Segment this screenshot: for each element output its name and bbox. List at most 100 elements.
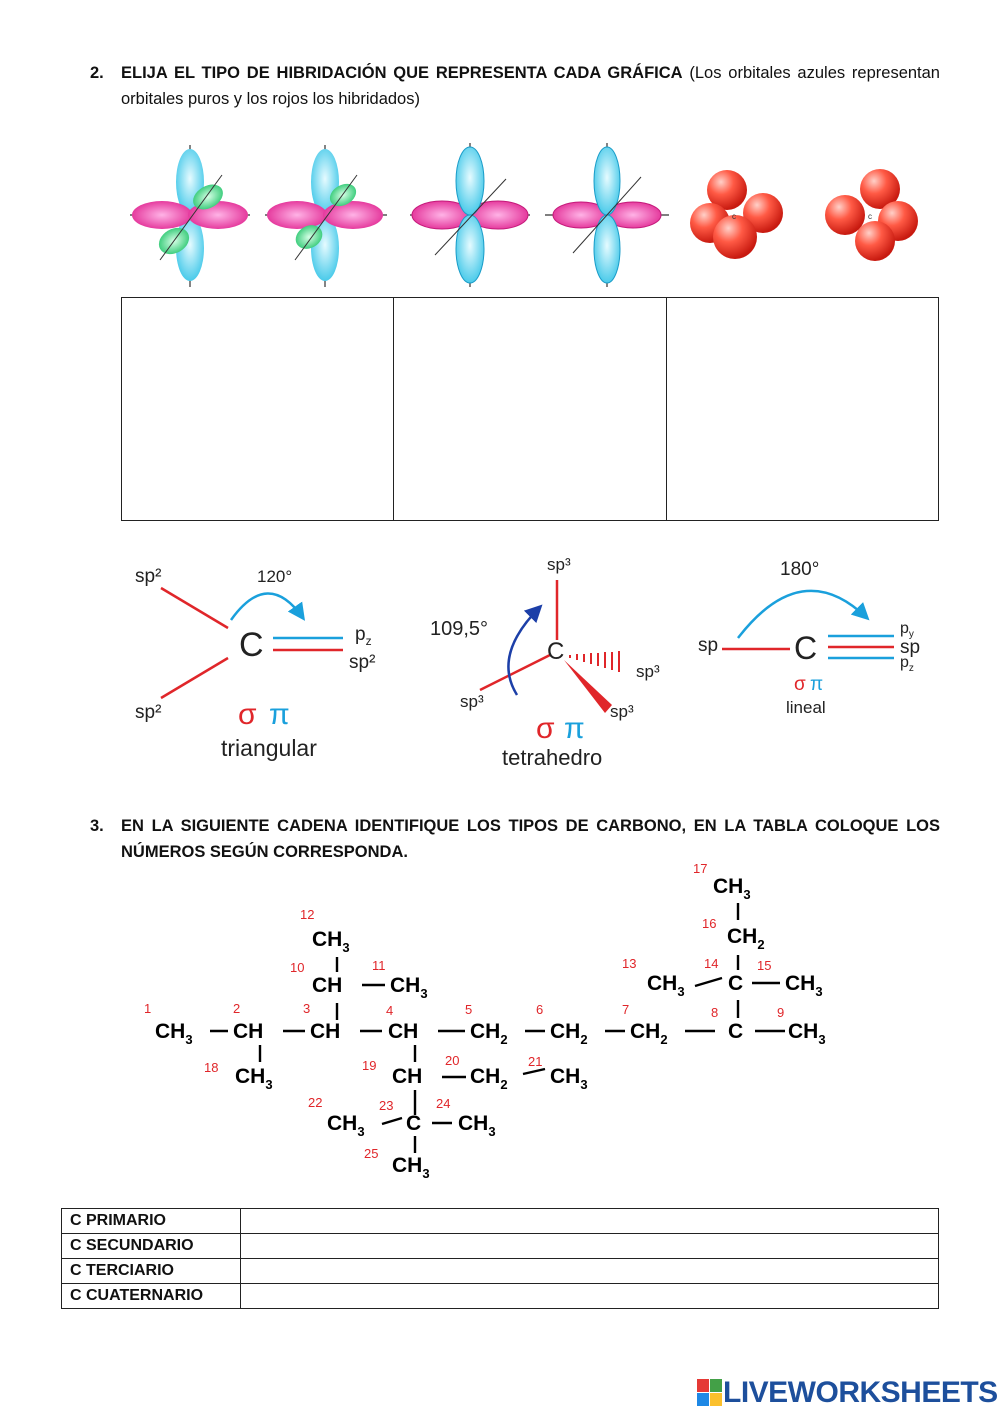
answer-field-primario[interactable]: [240, 1208, 939, 1234]
answer-grid: [121, 297, 939, 521]
svg-text:C: C: [728, 1020, 743, 1043]
liveworksheets-logo-text: LIVEWORKSHEETS: [723, 1376, 998, 1409]
geometry-name: triangular: [221, 735, 317, 761]
question-title: EN LA SIGUIENTE CADENA IDENTIFIQUE LOS T…: [121, 817, 940, 861]
svg-text:20: 20: [445, 1053, 459, 1068]
liveworksheets-logo-icon: [697, 1379, 722, 1406]
carbon-types-table: C PRIMARIO C SECUNDARIO C TERCIARIO C CU…: [61, 1208, 939, 1309]
svg-text:CH3: CH3: [647, 972, 685, 999]
svg-text:5: 5: [465, 1002, 472, 1017]
orbital-sp2-image-1: [130, 145, 250, 287]
svg-text:13: 13: [622, 956, 636, 971]
svg-text:14: 14: [704, 956, 718, 971]
sp-right-label: sp: [900, 637, 920, 658]
answer-field-terciario[interactable]: [240, 1258, 939, 1284]
trigonal-diagram: sp² sp² 120° C pz sp² σ π triangular: [135, 566, 375, 761]
svg-text:6: 6: [536, 1002, 543, 1017]
orbital-sp3-image-2: c: [825, 169, 918, 261]
svg-text:9: 9: [777, 1005, 784, 1020]
tetrahedral-diagram: sp³ 109,5° C sp³ sp³ sp³ σ π tetrahedro: [430, 555, 660, 770]
svg-text:4: 4: [386, 1003, 393, 1018]
orbital-sp-image-1: [410, 143, 530, 287]
svg-text:CH2: CH2: [470, 1020, 508, 1047]
carbon-label: C: [239, 626, 264, 664]
angle-label: 109,5°: [430, 618, 488, 640]
svg-text:CH3: CH3: [458, 1112, 496, 1139]
liveworksheets-logo: LIVEWORKSHEETS: [697, 1376, 998, 1410]
question-note: (Los orbitales azules representan orbita…: [121, 64, 940, 108]
carbon-label: C: [547, 638, 564, 665]
py-label: py: [900, 620, 914, 640]
sp2-top-label: sp²: [135, 566, 161, 587]
svg-text:CH3: CH3: [713, 875, 751, 902]
question-text: ELIJA EL TIPO DE HIBRIDACIÓN QUE REPRESE…: [121, 60, 940, 112]
svg-text:CH3: CH3: [550, 1065, 588, 1092]
svg-text:19: 19: [362, 1058, 376, 1073]
svg-text:CH2: CH2: [470, 1065, 508, 1092]
row-label-terciario: C TERCIARIO: [61, 1258, 241, 1284]
sigma-symbol: σ: [238, 698, 257, 731]
svg-text:25: 25: [364, 1146, 378, 1161]
row-label-secundario: C SECUNDARIO: [61, 1233, 241, 1259]
sp3-right-label: sp³: [636, 662, 660, 681]
svg-text:21: 21: [528, 1054, 542, 1069]
geometry-name: lineal: [786, 698, 826, 717]
svg-text:CH3: CH3: [155, 1020, 193, 1047]
question-2: 2. ELIJA EL TIPO DE HIBRIDACIÓN QUE REPR…: [90, 60, 940, 112]
svg-text:24: 24: [436, 1096, 450, 1111]
question-number: 3.: [90, 817, 104, 835]
svg-text:CH3: CH3: [327, 1112, 365, 1139]
question-text: EN LA SIGUIENTE CADENA IDENTIFIQUE LOS T…: [121, 813, 940, 865]
sigma-symbol: σ: [536, 712, 555, 745]
question-title: ELIJA EL TIPO DE HIBRIDACIÓN QUE REPRESE…: [121, 64, 683, 82]
pi-symbol: π: [810, 674, 823, 695]
svg-text:CH3: CH3: [785, 972, 823, 999]
geometry-name: tetrahedro: [502, 745, 602, 770]
sp3-bottom-label: sp³: [610, 702, 634, 721]
svg-text:3: 3: [303, 1001, 310, 1016]
table-row: C PRIMARIO: [61, 1208, 939, 1234]
sp2-bottom-label: sp²: [135, 702, 161, 723]
svg-text:C: C: [406, 1112, 421, 1135]
table-row: C TERCIARIO: [61, 1258, 939, 1284]
svg-text:CH3: CH3: [392, 1154, 430, 1181]
pz-label: pz: [355, 624, 372, 648]
svg-text:10: 10: [290, 960, 304, 975]
orbital-sp-image-2: [545, 143, 669, 287]
svg-text:c: c: [868, 212, 872, 221]
row-label-primario: C PRIMARIO: [61, 1208, 241, 1234]
sigma-symbol: σ: [794, 674, 806, 695]
svg-text:CH3: CH3: [390, 974, 428, 1001]
question-number: 2.: [90, 64, 104, 82]
svg-text:11: 11: [372, 958, 386, 973]
answer-box-2[interactable]: [394, 298, 667, 520]
row-label-cuaternario: C CUATERNARIO: [61, 1283, 241, 1309]
answer-box-3[interactable]: [667, 298, 938, 520]
pi-symbol: π: [564, 712, 585, 745]
carbon-label: C: [794, 630, 817, 666]
svg-text:7: 7: [622, 1002, 629, 1017]
svg-text:22: 22: [308, 1095, 322, 1110]
svg-text:17: 17: [693, 861, 707, 876]
sp-left-label: sp: [698, 635, 718, 656]
svg-text:c: c: [732, 212, 736, 221]
carbon-chain: CH3 CH CH CH CH2 CH2 CH2 C CH3 CH3 CH CH…: [144, 861, 826, 1181]
svg-text:CH3: CH3: [788, 1020, 826, 1047]
svg-text:CH: CH: [388, 1020, 418, 1043]
svg-text:CH2: CH2: [550, 1020, 588, 1047]
svg-text:18: 18: [204, 1060, 218, 1075]
svg-text:16: 16: [702, 916, 716, 931]
table-row: C CUATERNARIO: [61, 1283, 939, 1309]
angle-label: 180°: [780, 559, 819, 580]
svg-text:2: 2: [233, 1001, 240, 1016]
sp3-left-label: sp³: [460, 692, 484, 711]
table-row: C SECUNDARIO: [61, 1233, 939, 1259]
orbital-sp2-image-2: [265, 145, 387, 287]
answer-field-secundario[interactable]: [240, 1233, 939, 1259]
answer-field-cuaternario[interactable]: [240, 1283, 939, 1309]
angle-label: 120°: [257, 567, 292, 586]
answer-box-1[interactable]: [122, 298, 395, 520]
linear-diagram: 180° sp C py sp pz σ π lineal: [698, 559, 920, 717]
svg-text:CH2: CH2: [727, 925, 765, 952]
svg-text:15: 15: [757, 958, 771, 973]
